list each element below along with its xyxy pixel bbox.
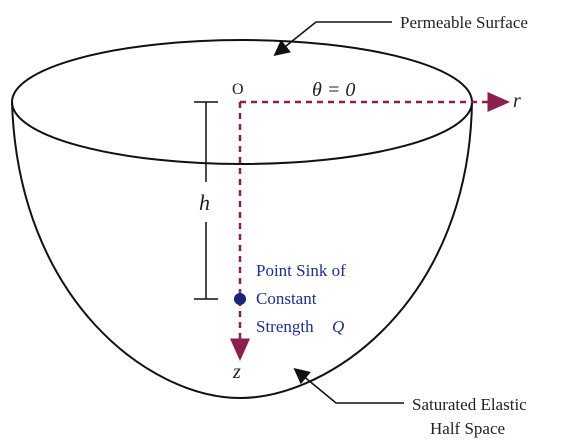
theta-label: θ = 0	[312, 79, 355, 101]
half-space-leader	[293, 367, 404, 404]
permeable-surface-leader	[273, 21, 392, 56]
half-space-label-line1: Saturated Elastic	[412, 395, 527, 414]
half-space-bowl	[11, 99, 473, 400]
sink-label-line1: Point Sink of	[256, 261, 346, 280]
sink-strength-symbol: Q	[332, 317, 344, 336]
permeable-surface-label: Permeable Surface	[400, 13, 528, 32]
depth-label: h	[199, 190, 210, 215]
sink-label-line3: Strength	[256, 317, 314, 336]
z-axis-label: z	[232, 361, 241, 383]
origin-label: O	[232, 81, 244, 98]
sink-label-line2: Constant	[256, 289, 317, 308]
half-space-label-line2: Half Space	[430, 419, 505, 438]
r-axis-label: r	[513, 90, 521, 112]
point-sink-marker	[234, 293, 246, 305]
